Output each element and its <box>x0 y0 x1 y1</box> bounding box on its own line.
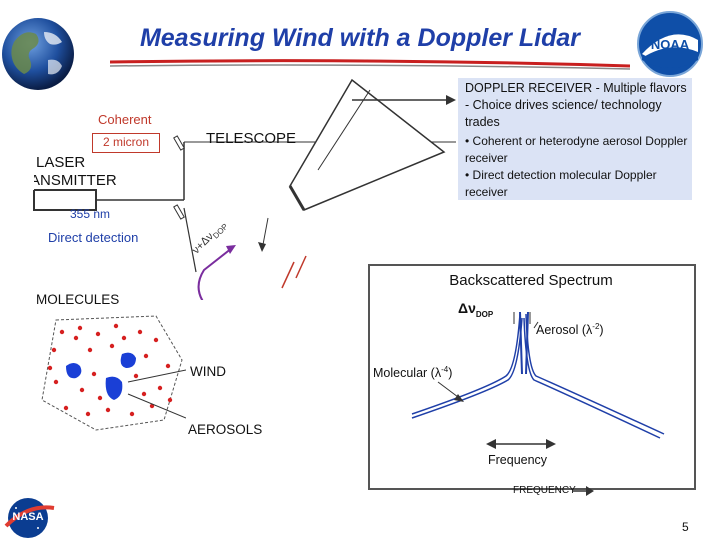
telescope-label: TELESCOPE <box>206 130 297 147</box>
doppler-receiver-box <box>458 78 692 200</box>
spectrum-title: Backscattered Spectrum <box>449 272 613 289</box>
molecule-dots <box>47 323 173 417</box>
molecule-dot <box>51 347 57 353</box>
molecule-dot <box>113 323 119 329</box>
frequency-axis-arrow <box>572 486 594 496</box>
molecule-dot <box>59 329 65 335</box>
molecule-dot <box>143 353 149 359</box>
molecule-dot <box>97 395 103 401</box>
earth-globe-image <box>2 18 74 90</box>
aerosol-pointer <box>127 393 186 419</box>
aerosol-particle <box>66 363 82 379</box>
mirror-upper <box>173 135 185 151</box>
two-micron-label: 2 micron <box>102 135 149 149</box>
receiver-heading: DOPPLER RECEIVER - Multiple flavors - Ch… <box>465 81 687 129</box>
spectrum-curves <box>411 311 665 449</box>
molecule-dot <box>153 337 159 343</box>
aerosols-label: AEROSOLS <box>188 422 263 437</box>
wind-arrow <box>127 369 186 383</box>
molecular-close: ) <box>448 366 453 381</box>
molecule-dot <box>95 331 101 337</box>
molecule-dot <box>133 373 139 379</box>
molecule-dot <box>105 407 111 413</box>
molecular-exponent: -4 <box>441 365 449 374</box>
delta-nu-sub: DOP <box>475 309 494 319</box>
receiver-bullet-coherent: • Coherent or heterodyne aerosol Doppler… <box>465 134 688 165</box>
slide-title: Measuring Wind with a Doppler Lidar <box>139 24 581 52</box>
title-underline-swoosh <box>110 59 630 70</box>
aerosol-pointer-line <box>533 321 539 329</box>
frequency-axis-label: FREQUENCY <box>513 485 576 496</box>
molecule-dot <box>109 343 115 349</box>
molecules-label: MOLECULES <box>36 292 120 307</box>
delta-nu-label: ΔνDOP <box>458 300 493 319</box>
aerosol-exponent: -2 <box>592 322 600 331</box>
delta-nu-text: Δν <box>458 300 476 316</box>
telescope-assembly <box>288 78 446 211</box>
molecule-dot <box>91 371 97 377</box>
transmitter-label: TRANSMITTER <box>10 172 117 189</box>
direct-detection-label: Direct detection <box>48 230 139 245</box>
molecule-dot <box>167 397 173 403</box>
coherent-label: Coherent <box>98 112 152 127</box>
outgoing-beam <box>183 207 197 273</box>
molecule-dot <box>85 411 91 417</box>
noaa-logo-text: NOAA <box>650 37 690 52</box>
molecule-dot <box>165 363 171 369</box>
molecular-text: Molecular (λ <box>373 366 442 381</box>
wind-label: WIND <box>190 364 226 379</box>
molecule-dot <box>87 347 93 353</box>
frequency-label: Frequency <box>488 453 548 467</box>
noaa-emblem-icon <box>637 11 703 77</box>
molecular-peak-label: Molecular (λ-4) <box>373 365 452 380</box>
nasa-logo: NASA <box>2 496 58 540</box>
mirror-lower <box>173 204 185 220</box>
aerosol-close: ) <box>599 323 604 338</box>
nasa-meatball-icon <box>4 498 55 538</box>
molecule-dot <box>63 405 69 411</box>
molecular-spectrum-curve <box>411 313 521 415</box>
lidar-schematic <box>33 78 456 300</box>
molecule-dot <box>79 387 85 393</box>
molecule-dot <box>53 379 59 385</box>
laser-label: LASER <box>36 154 86 171</box>
aerosol-particle <box>105 376 123 400</box>
aerosol-peak-label: Aerosol (λ-2) <box>536 322 604 337</box>
molecule-dot <box>73 335 79 341</box>
doppler-return-arrow <box>197 247 233 300</box>
transmitter-label-mask <box>0 170 34 190</box>
noaa-logo: NOAA <box>636 10 704 78</box>
aerosol-spectrum-peak <box>525 311 529 375</box>
molecule-dot <box>141 391 147 397</box>
nasa-logo-text: NASA <box>12 511 44 523</box>
page-number: 5 <box>682 520 689 534</box>
molecule-dot <box>47 365 53 371</box>
molecular-spectrum-curve <box>411 317 523 419</box>
aerosol-spectrum-peak <box>519 311 523 375</box>
molecule-dot <box>129 411 135 417</box>
aerosol-text: Aerosol (λ <box>536 323 593 338</box>
molecule-dot <box>121 335 127 341</box>
molecule-dot <box>77 325 83 331</box>
wavelength-355-label: 355 nm <box>70 207 111 221</box>
molecule-dot <box>157 385 163 391</box>
receiver-bullet-direct: • Direct detection molecular Doppler rec… <box>465 168 657 199</box>
two-micron-box <box>92 133 160 153</box>
molecule-dot <box>137 329 143 335</box>
aerosol-particle <box>120 352 136 368</box>
atmosphere-volume <box>41 315 186 431</box>
